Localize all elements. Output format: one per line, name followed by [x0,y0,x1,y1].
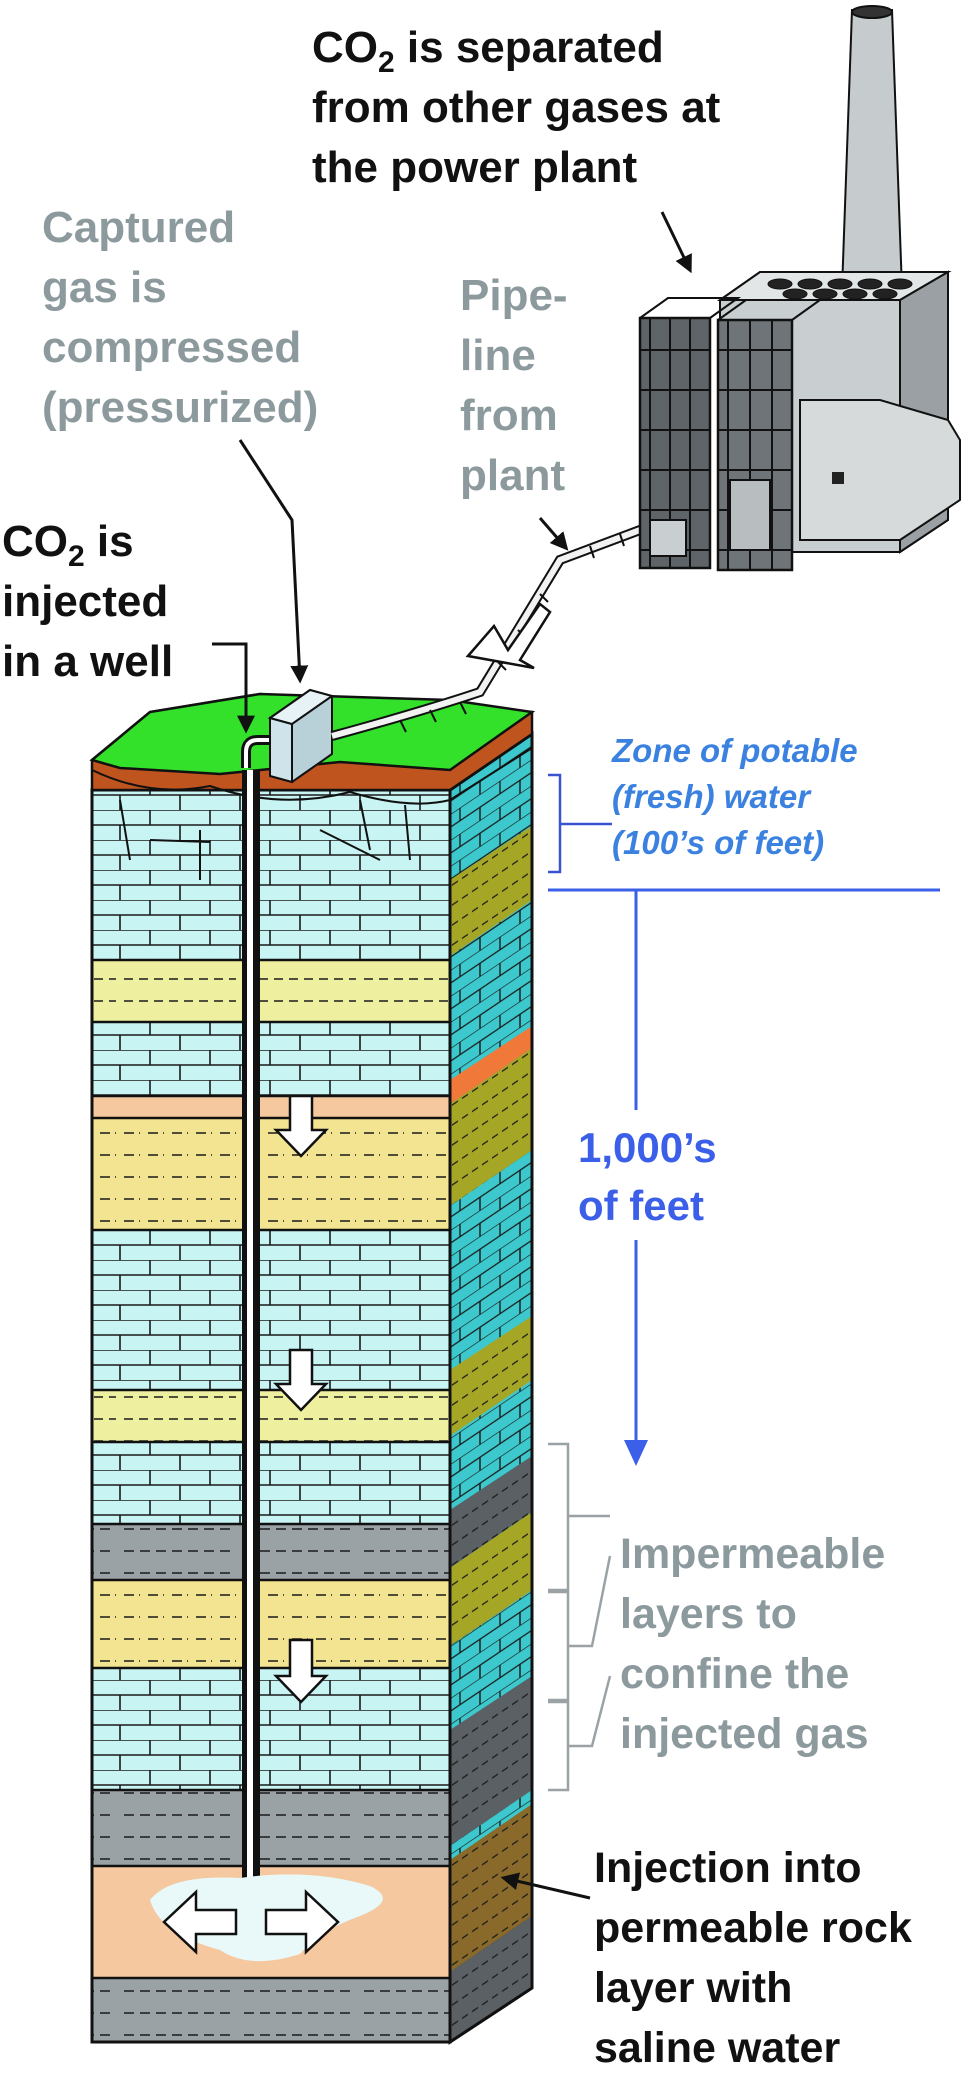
rock-column-side [448,731,534,2045]
depth-scale [548,888,940,1466]
pipeline-icon [330,523,681,741]
rock-column-front [90,788,452,2044]
svg-text:line: line [460,331,536,380]
svg-text:from other gases at: from other gases at [312,83,721,132]
label-impermeable: Impermeable layers to confine the inject… [620,1530,885,1758]
svg-text:(fresh) water: (fresh) water [612,778,812,815]
svg-text:injected gas: injected gas [620,1710,869,1758]
smokestack-icon [840,5,904,291]
svg-text:Zone of potable: Zone of potable [611,732,858,769]
label-potable: Zone of potable (fresh) water (100’s of … [611,732,858,861]
svg-text:plant: plant [460,451,565,500]
svg-text:layer with: layer with [594,1964,792,2012]
svg-text:(100’s of feet): (100’s of feet) [612,824,824,861]
label-captured: Captured gas is compressed (pressurized) [42,203,318,432]
label-pipeline: Pipe- line from plant [460,271,568,500]
migration-arrows [273,1094,329,1704]
impermeable-brackets [548,1442,612,1792]
svg-text:layers to: layers to [620,1590,797,1638]
compressor-icon [267,688,335,784]
well-bore [241,735,272,1900]
svg-text:compressed: compressed [42,323,301,372]
svg-text:(pressurized): (pressurized) [42,383,318,432]
label-injected: CO2 is injected in a well [2,517,173,686]
svg-text:the power plant: the power plant [312,143,637,192]
svg-text:Captured: Captured [42,203,235,252]
svg-text:CO2 is: CO2 is [2,517,134,573]
svg-text:from: from [460,391,558,440]
svg-text:Pipe-: Pipe- [460,271,568,320]
svg-text:saline water: saline water [594,2024,840,2072]
svg-text:1,000’s: 1,000’s [578,1124,717,1171]
svg-text:of feet: of feet [578,1182,704,1229]
leader-lines [212,211,692,1900]
svg-text:Impermeable: Impermeable [620,1530,885,1578]
injection-plume [150,1874,383,1962]
svg-text:permeable rock: permeable rock [594,1904,912,1952]
label-injection: Injection into permeable rock layer with… [594,1844,912,2072]
svg-text:injected: injected [2,577,168,626]
label-separated: CO2 is separated from other gases at the… [312,23,721,192]
power-plant-icon [638,5,961,572]
svg-text:confine the: confine the [620,1650,849,1698]
label-depth: 1,000’s of feet [578,1124,717,1229]
potable-bracket [548,773,612,874]
svg-text:gas is: gas is [42,263,167,312]
svg-text:in a well: in a well [2,637,173,686]
svg-text:CO2 is separated: CO2 is separated [312,23,664,79]
svg-text:Injection into: Injection into [594,1844,862,1892]
